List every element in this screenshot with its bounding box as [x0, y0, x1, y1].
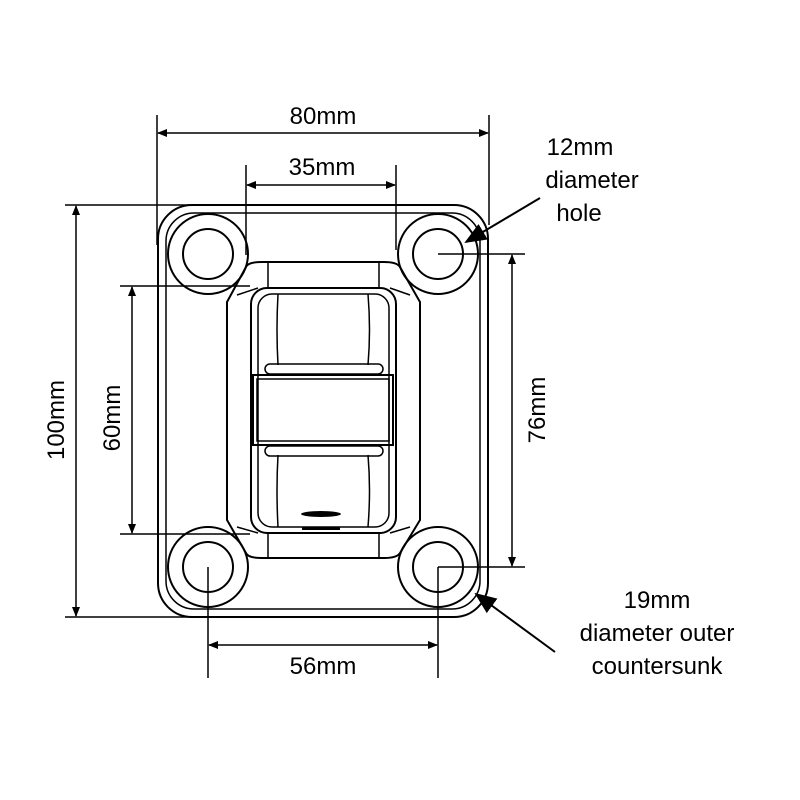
callout-countersunk-line1: 19mm: [624, 587, 691, 614]
plate-outline: [157, 204, 489, 618]
label-56mm: 56mm: [290, 653, 357, 680]
callout-countersunk-line3: countersunk: [592, 653, 724, 680]
callout-hole-line1: 12mm: [547, 134, 614, 161]
hole-top-left: [167, 213, 249, 295]
callout-hole: 12mm diameter hole: [464, 134, 639, 244]
dimension-height: 100mm: [43, 204, 190, 618]
label-80mm: 80mm: [290, 103, 357, 130]
label-76mm: 76mm: [524, 377, 551, 444]
label-35mm: 35mm: [289, 154, 356, 181]
dimension-vertical-spacing: 76mm: [438, 253, 551, 568]
central-housing: [226, 261, 421, 559]
dimension-top-spacing: 35mm: [245, 154, 397, 255]
callout-countersunk: 19mm diameter outer countersunk: [474, 587, 735, 680]
dimension-inner-height: 60mm: [99, 285, 250, 535]
mounting-holes: [167, 213, 479, 608]
label-100mm: 100mm: [43, 380, 70, 460]
callout-countersunk-line2: diameter outer: [580, 620, 735, 647]
callout-hole-line3: hole: [556, 200, 601, 227]
callout-hole-line2: diameter: [545, 167, 638, 194]
dimension-bottom-spacing: 56mm: [207, 567, 439, 680]
label-60mm: 60mm: [99, 385, 126, 452]
dimension-width: 80mm: [156, 103, 490, 245]
